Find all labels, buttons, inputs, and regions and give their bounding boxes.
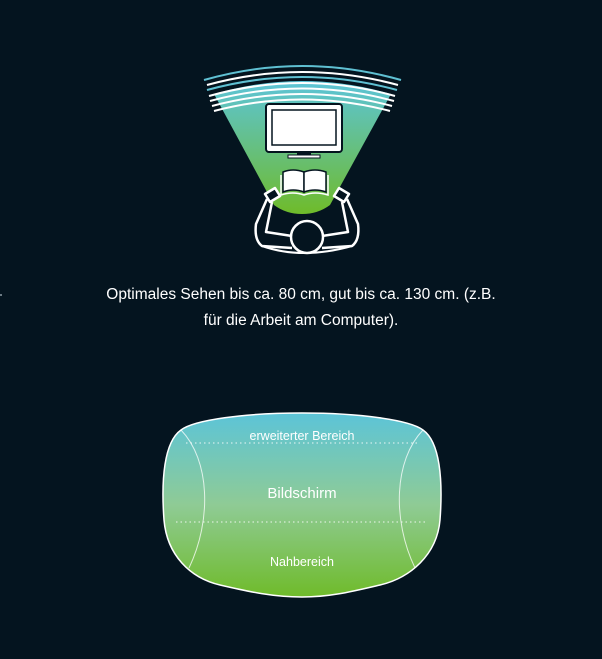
description-caption: Optimales Sehen bis ca. 80 cm, gut bis c… [60,282,542,334]
edge-marker [0,294,2,296]
zone-label-near: Nahbereich [270,555,334,569]
lens-shape [162,412,442,598]
caption-line-2: für die Arbeit am Computer). [203,312,399,329]
person-topview-icon [254,186,360,255]
zone-label-extended: erweiterter Bereich [250,429,355,443]
lens-zones-diagram: erweiterter Bereich Bildschirm Nahbereic… [162,412,442,598]
zone-label-screen: Bildschirm [267,485,336,502]
workspace-illustration [203,65,402,255]
caption-line-1: Optimales Sehen bis ca. 80 cm, gut bis c… [106,286,496,303]
monitor-icon [265,103,343,159]
open-book-icon [280,169,329,197]
